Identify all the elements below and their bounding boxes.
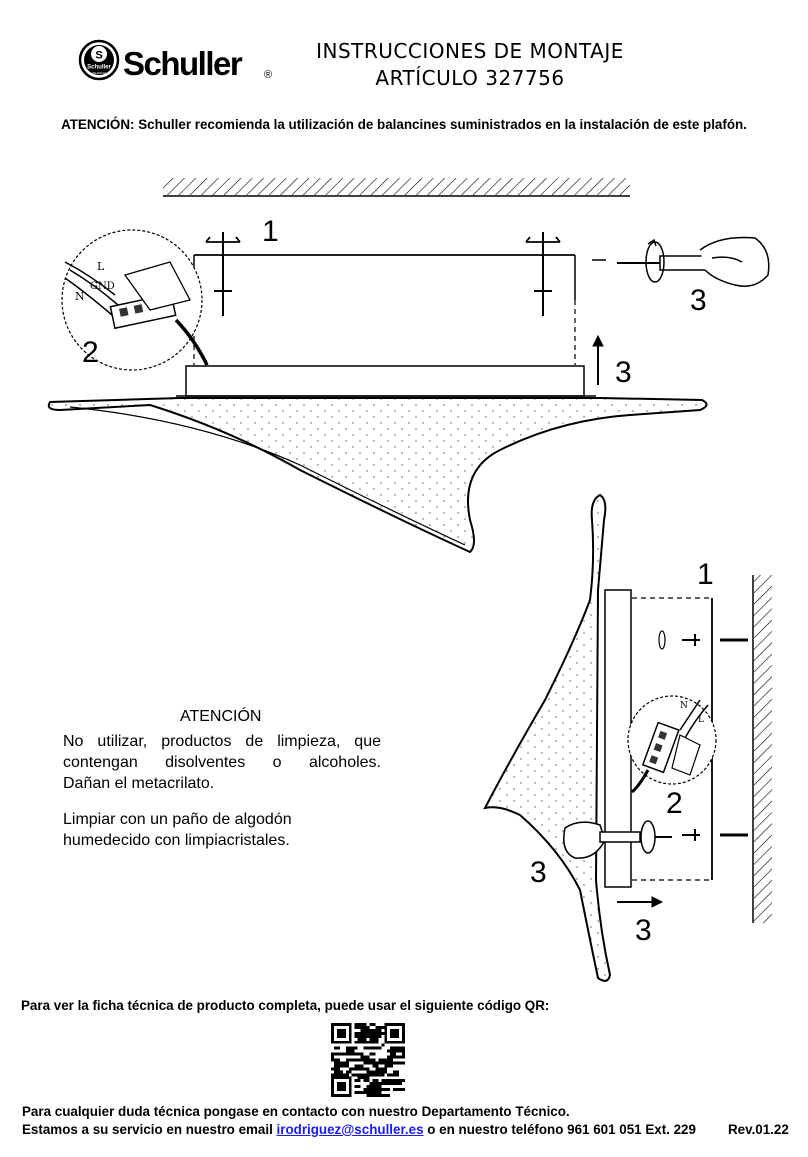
toggle-bolt-right <box>525 232 561 316</box>
warning-p1-line3: Dañan el metacrilato. <box>63 775 215 792</box>
wire-label-l: L <box>97 260 105 273</box>
email-link[interactable]: irodriguez@schuller.es <box>276 1122 424 1137</box>
wire-label-gnd: GND <box>90 281 115 292</box>
title-line-2: ARTÍCULO 327756 <box>375 66 565 90</box>
warning-p2-line1: Limpiar con un paño de algodón <box>63 811 292 828</box>
warning-paragraph-2: Limpiar con un paño de algodón humedecid… <box>63 809 381 851</box>
page-title: INSTRUCCIONES DE MONTAJE ARTÍCULO 327756 <box>300 38 640 92</box>
connection-detail: L GND N <box>61 229 209 371</box>
warning-p2-line2: humedecido con limpiacristales. <box>63 832 290 849</box>
schuller-logo: S Schuller VALENCIA Schuller ® <box>78 38 278 84</box>
ceiling <box>163 178 630 197</box>
logo-emblem-letter: S <box>95 50 102 62</box>
revision-label: Rev.01.22 <box>728 1122 789 1137</box>
warning-heading: ATENCIÓN <box>180 708 262 725</box>
attention-notice: ATENCIÓN: Schuller recomienda la utiliza… <box>61 117 747 132</box>
contact-line-1: Para cualquier duda técnica pongase en c… <box>22 1104 570 1119</box>
step-3-side-pull: 3 <box>635 914 652 947</box>
mounting-plate <box>176 254 596 397</box>
warning-paragraph-1: No utilizar, productos de limpieza, que … <box>63 731 381 794</box>
wall <box>752 575 772 923</box>
screwdriver-hand-side <box>563 820 672 859</box>
warning-p1-line2: contengan disolventes o alcoholes. <box>63 754 381 771</box>
toggle-bolt-left <box>205 232 241 316</box>
wire-label-side-l: L <box>698 715 704 725</box>
wire-label-n: N <box>75 290 85 303</box>
wire-label-side-n: N <box>680 701 688 711</box>
logo-wordmark: Schuller <box>123 45 243 82</box>
step-1-side: 1 <box>697 558 714 591</box>
step-3-side-screw: 3 <box>530 856 547 889</box>
logo-emblem-sub: VALENCIA <box>92 71 107 75</box>
step-2-side: 2 <box>666 787 683 820</box>
wall-plug-lower <box>682 829 748 841</box>
registered-mark: ® <box>264 69 272 81</box>
right-arrow <box>617 896 664 908</box>
warning-p1-line1: No utilizar, productos de limpieza, que <box>63 733 381 750</box>
logo-emblem-text: Schuller <box>87 65 111 71</box>
contact-line-2: Estamos a su servicio en nuestro email i… <box>22 1122 696 1137</box>
screwdriver-hand-top <box>592 236 770 287</box>
step-3-top-lift: 3 <box>615 356 632 389</box>
up-arrow <box>592 334 604 385</box>
lamp-shade-side <box>483 493 612 982</box>
connection-detail-side: N L <box>627 695 717 794</box>
lamp-shade <box>47 397 708 554</box>
qr-code[interactable] <box>331 1023 408 1100</box>
title-line-1: INSTRUCCIONES DE MONTAJE <box>316 39 624 63</box>
step-1-top: 1 <box>262 215 279 248</box>
step-3-top-screw: 3 <box>690 284 707 317</box>
wall-plug-upper <box>658 630 748 650</box>
qr-instructions: Para ver la ficha técnica de producto co… <box>21 998 550 1013</box>
step-2-top: 2 <box>82 336 99 369</box>
contact-prefix: Estamos a su servicio en nuestro email <box>22 1122 277 1137</box>
contact-suffix: o en nuestro teléfono 961 601 051 Ext. 2… <box>423 1122 696 1137</box>
